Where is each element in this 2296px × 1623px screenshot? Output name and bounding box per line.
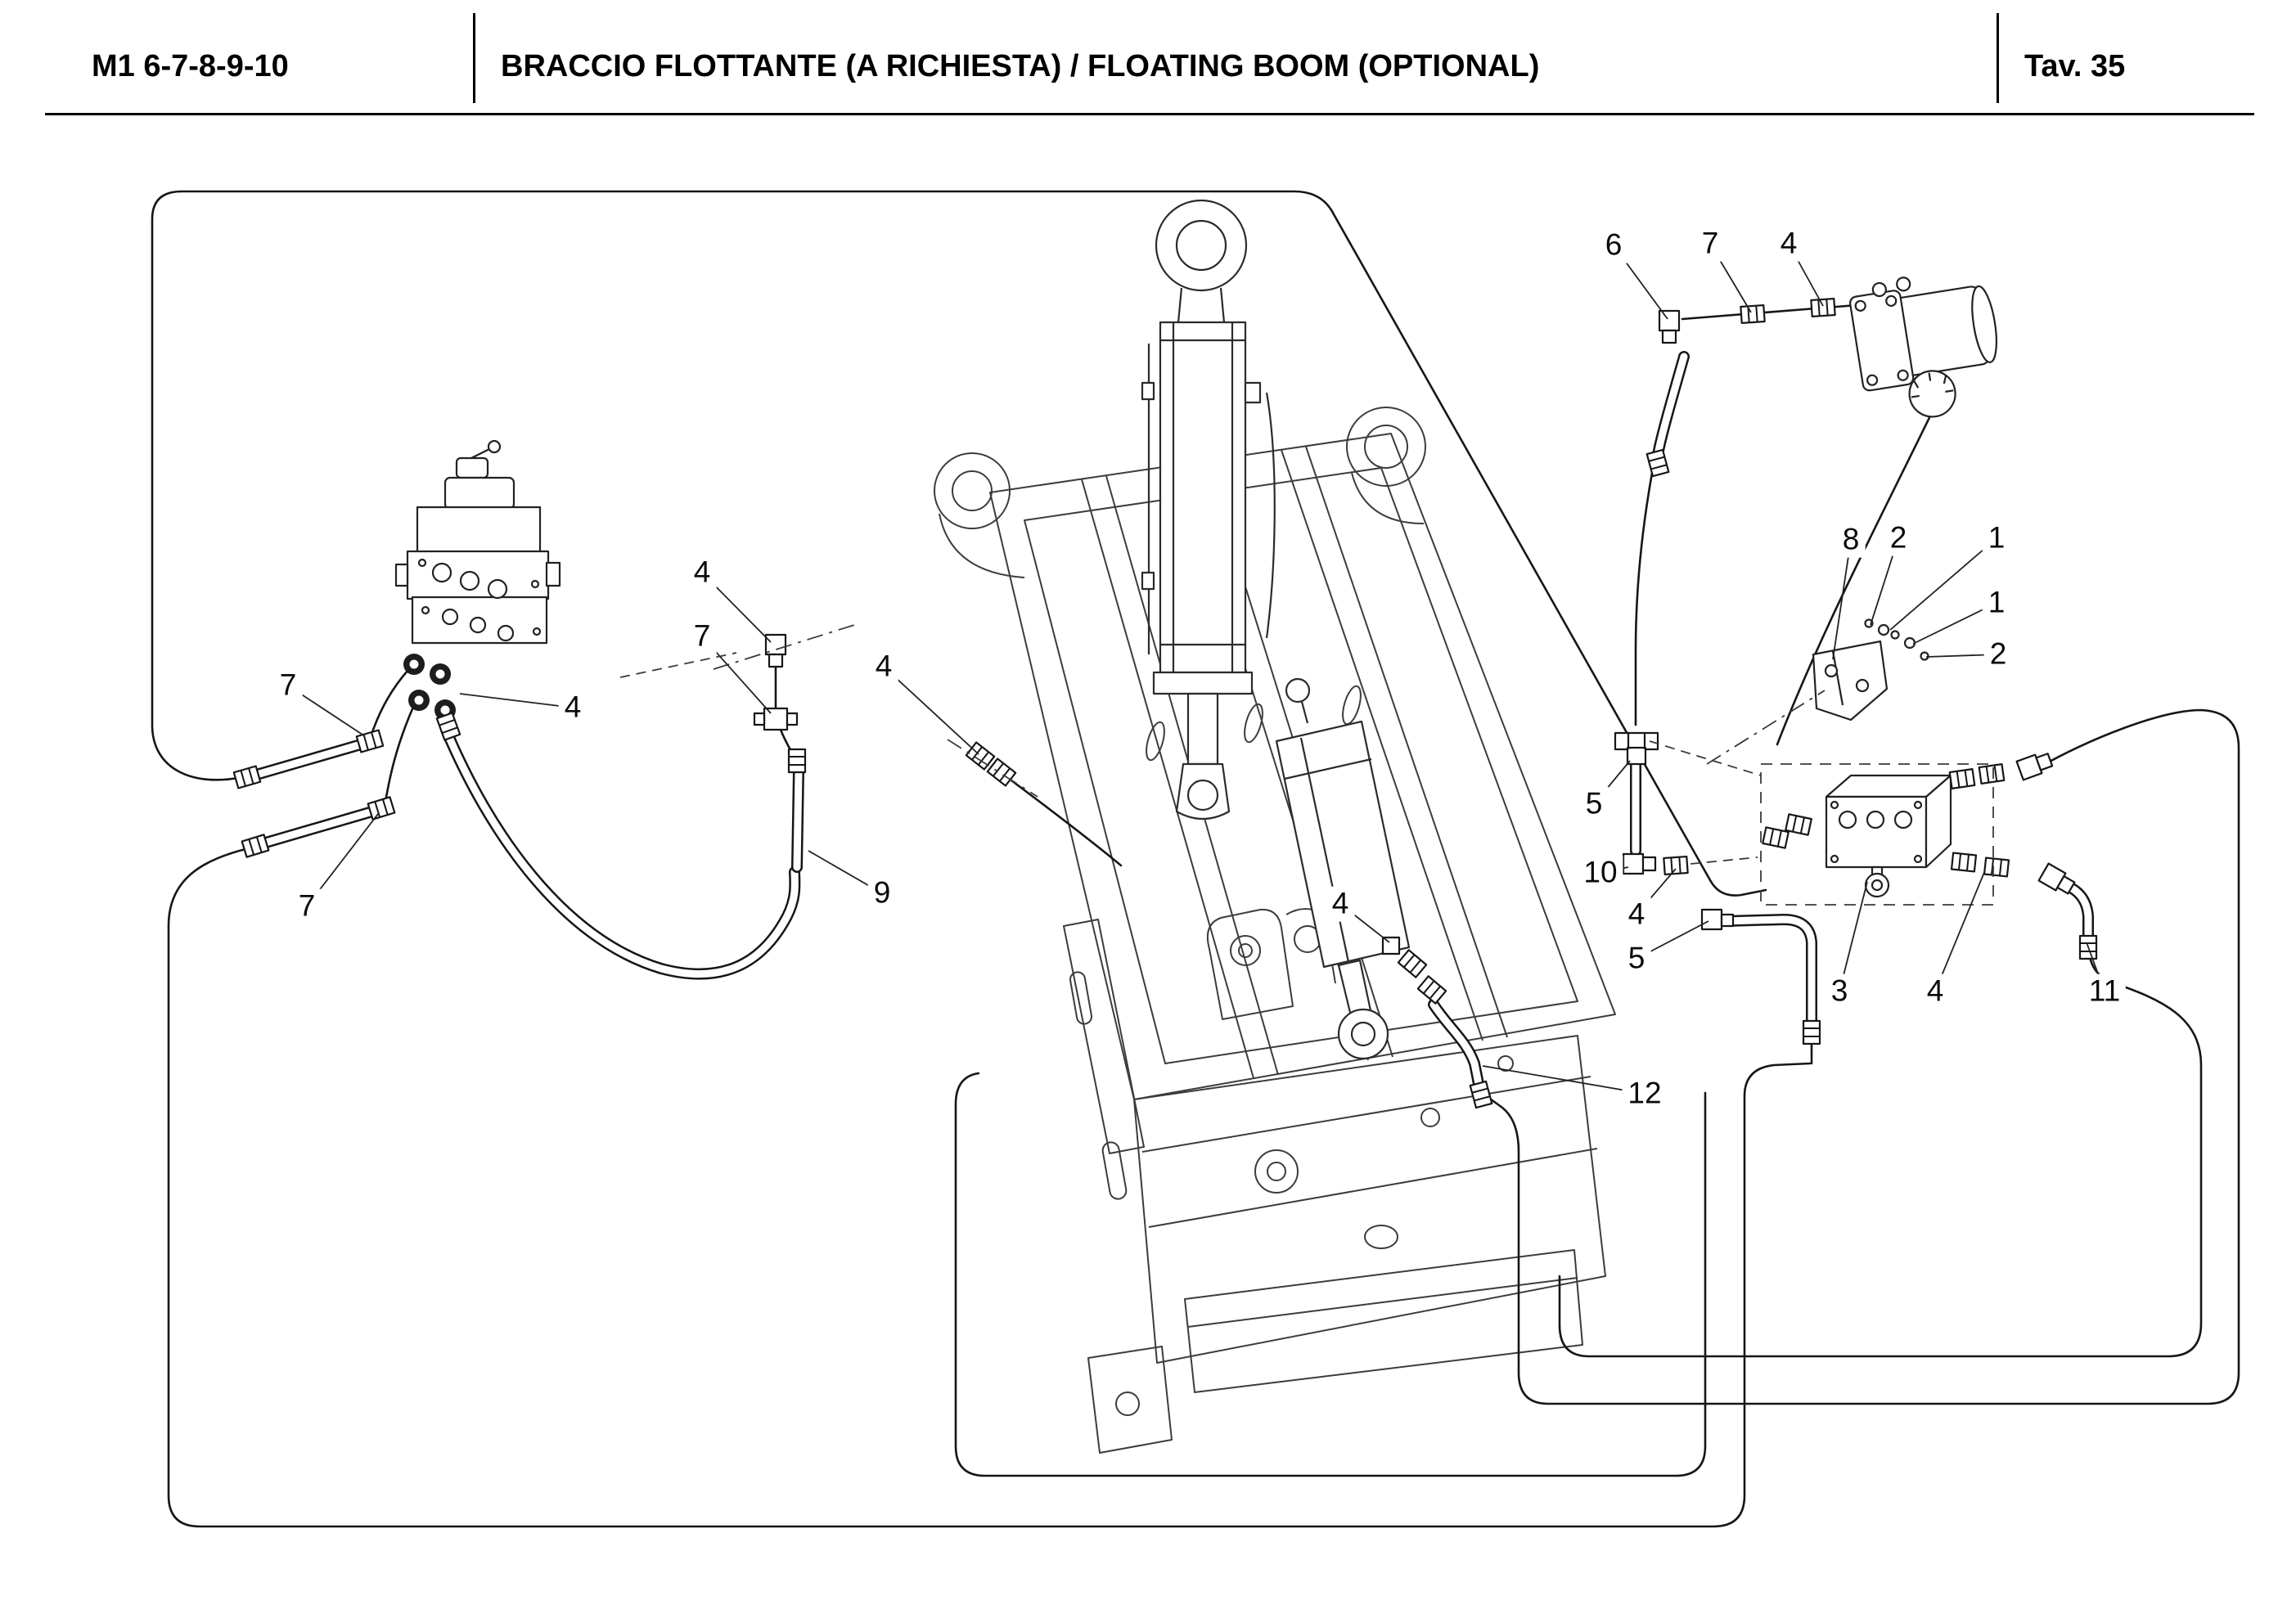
header-divider-right [1997, 13, 1999, 103]
hose-routes [151, 190, 2240, 1528]
page-title: BRACCIO FLOTTANTE (A RICHIESTA) / FLOATI… [501, 49, 1540, 83]
model-code: M1 6-7-8-9-10 [92, 49, 289, 83]
steering-unit [1849, 276, 1997, 418]
mounting-bracket [1812, 618, 1929, 722]
construction-lines [619, 624, 1994, 906]
hoses [248, 351, 2094, 1094]
manifold-block [1825, 774, 1952, 898]
header-divider-left [473, 13, 475, 103]
machine-frame [934, 407, 1616, 1454]
header-rule [45, 113, 2254, 115]
lift-cylinder [1141, 199, 1276, 820]
control-valve [394, 439, 561, 722]
fittings [232, 297, 2098, 1109]
tilt-cylinder [1275, 677, 1411, 1060]
plate-number: Tav. 35 [2024, 49, 2126, 83]
